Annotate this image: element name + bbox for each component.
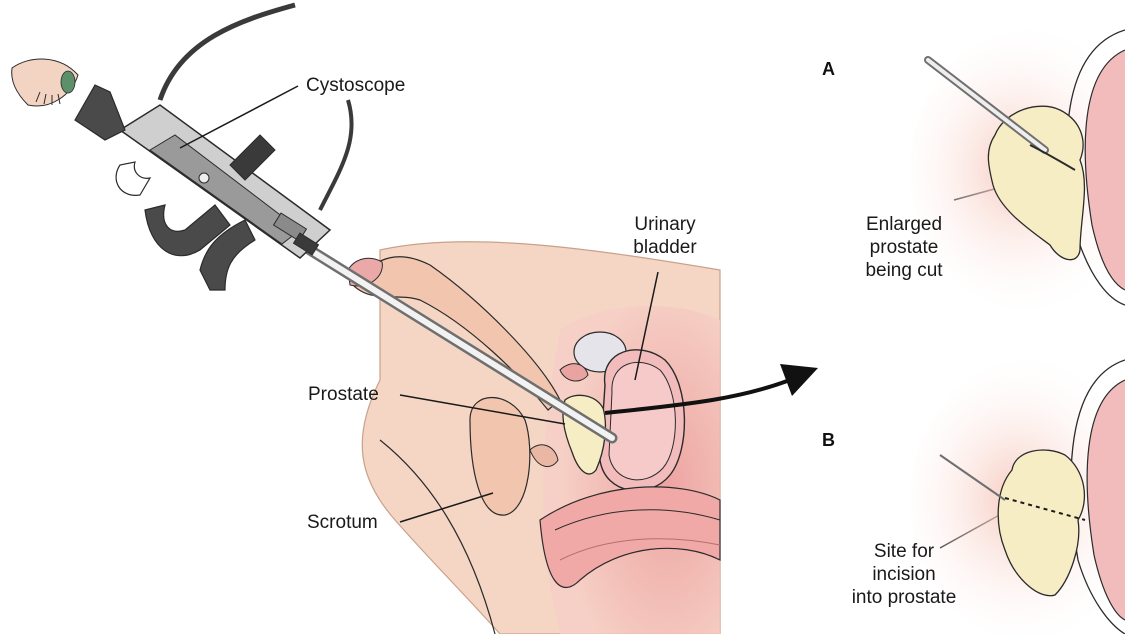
label-prostate: Prostate: [308, 383, 379, 406]
light-cable: [160, 5, 295, 100]
label-enlarged-prostate: Enlarged prostate being cut: [842, 213, 966, 282]
pelvis-cross-section: [348, 242, 720, 634]
leader-cystoscope: [180, 86, 298, 148]
eyepiece: [75, 85, 125, 140]
label-incision-site: Site for incision into prostate: [834, 540, 974, 609]
label-urinary-bladder: Urinary bladder: [618, 213, 712, 259]
label-scrotum: Scrotum: [307, 511, 378, 534]
panel-label-a: A: [822, 59, 835, 80]
irrigation-cable: [320, 100, 352, 210]
label-cystoscope: Cystoscope: [306, 74, 405, 97]
viewer-eye: [12, 59, 78, 106]
panel-label-b: B: [822, 430, 835, 451]
